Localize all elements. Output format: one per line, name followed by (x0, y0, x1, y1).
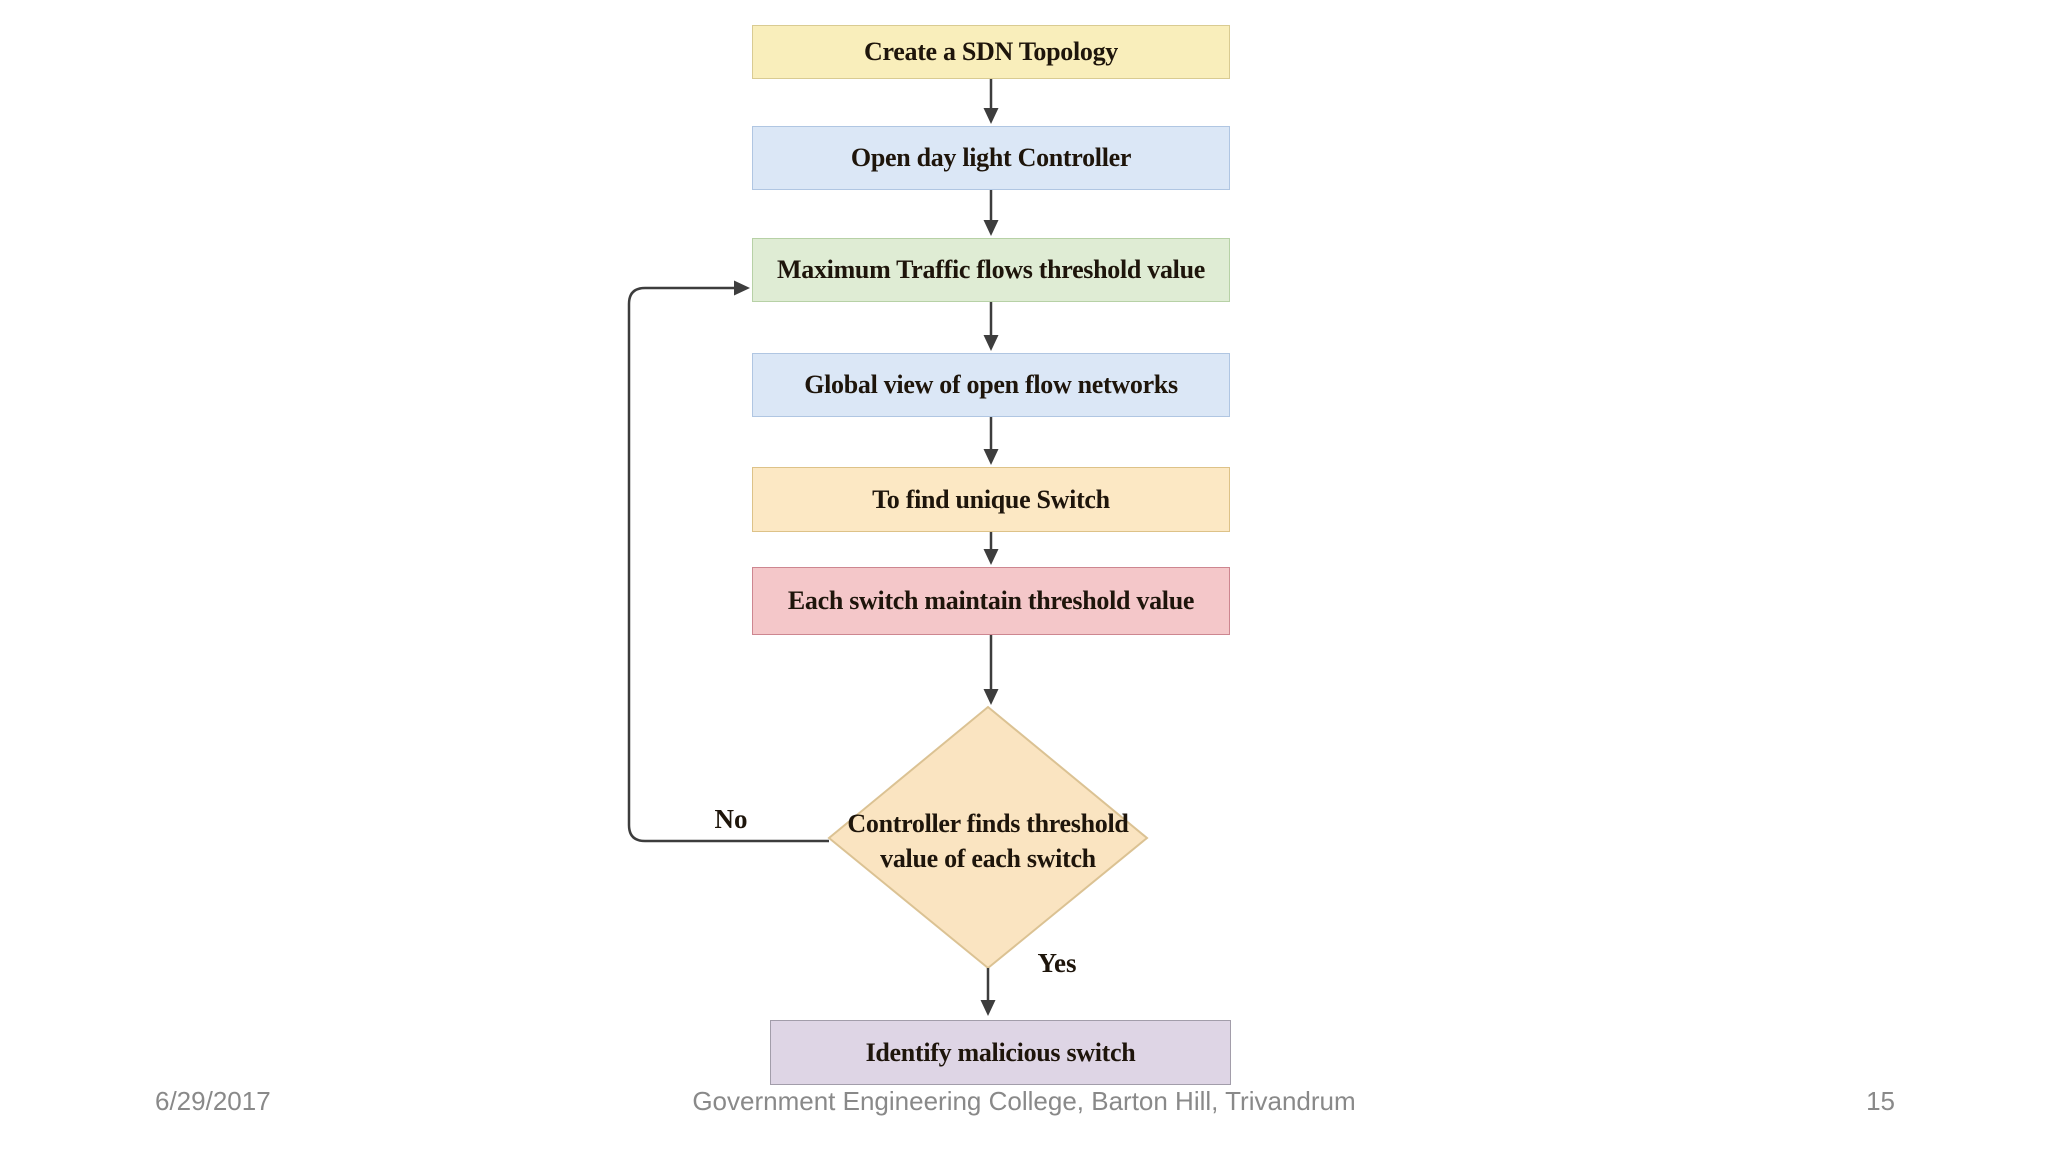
flow-node-label: Each switch maintain threshold value (787, 586, 1195, 615)
footer-date: 6/29/2017 (155, 1086, 271, 1116)
flow-node-open-daylight-controller: Open day light Controller (752, 126, 1230, 190)
flow-node-global-view-openflow: Global view of open flow networks (752, 353, 1230, 417)
branch-label-yes: Yes (1037, 948, 1077, 978)
flow-node-label: Global view of open flow networks (804, 370, 1178, 399)
flow-node-identify-malicious-switch: Identify malicious switch (770, 1020, 1231, 1085)
flow-node-label: Create a SDN Topology (864, 37, 1118, 66)
flow-node-switch-maintain-threshold: Each switch maintain threshold value (752, 567, 1230, 635)
arrow-topology-to-controller (983, 79, 999, 124)
flow-node-label: Open day light Controller (850, 143, 1132, 172)
arrow-controller-to-threshold (983, 190, 999, 236)
arrow-uniqueswitch-to-maintain (983, 532, 999, 565)
arrow-decision-yes-to-identify (980, 968, 996, 1016)
arrow-globalview-to-uniqueswitch (983, 417, 999, 465)
flow-node-create-sdn-topology: Create a SDN Topology (752, 25, 1230, 79)
footer-location: Government Engineering College, Barton H… (692, 1086, 1356, 1116)
arrow-threshold-to-globalview (983, 302, 999, 351)
flow-node-label: To find unique Switch (872, 484, 1110, 514)
flow-node-max-traffic-threshold: Maximum Traffic flows threshold value (752, 238, 1230, 302)
arrow-maintain-to-decision (983, 635, 999, 705)
decision-diamond-label: Controller finds threshold value of each… (847, 809, 1129, 874)
branch-label-no: No (714, 804, 748, 834)
arrow-decision-no-loop (627, 280, 829, 843)
footer-page-number: 15 (1866, 1086, 1895, 1116)
flow-node-find-unique-switch: To find unique Switch (752, 467, 1230, 532)
flow-node-label: Identify malicious switch (865, 1037, 1136, 1067)
flow-node-label: Maximum Traffic flows threshold value (777, 255, 1205, 284)
